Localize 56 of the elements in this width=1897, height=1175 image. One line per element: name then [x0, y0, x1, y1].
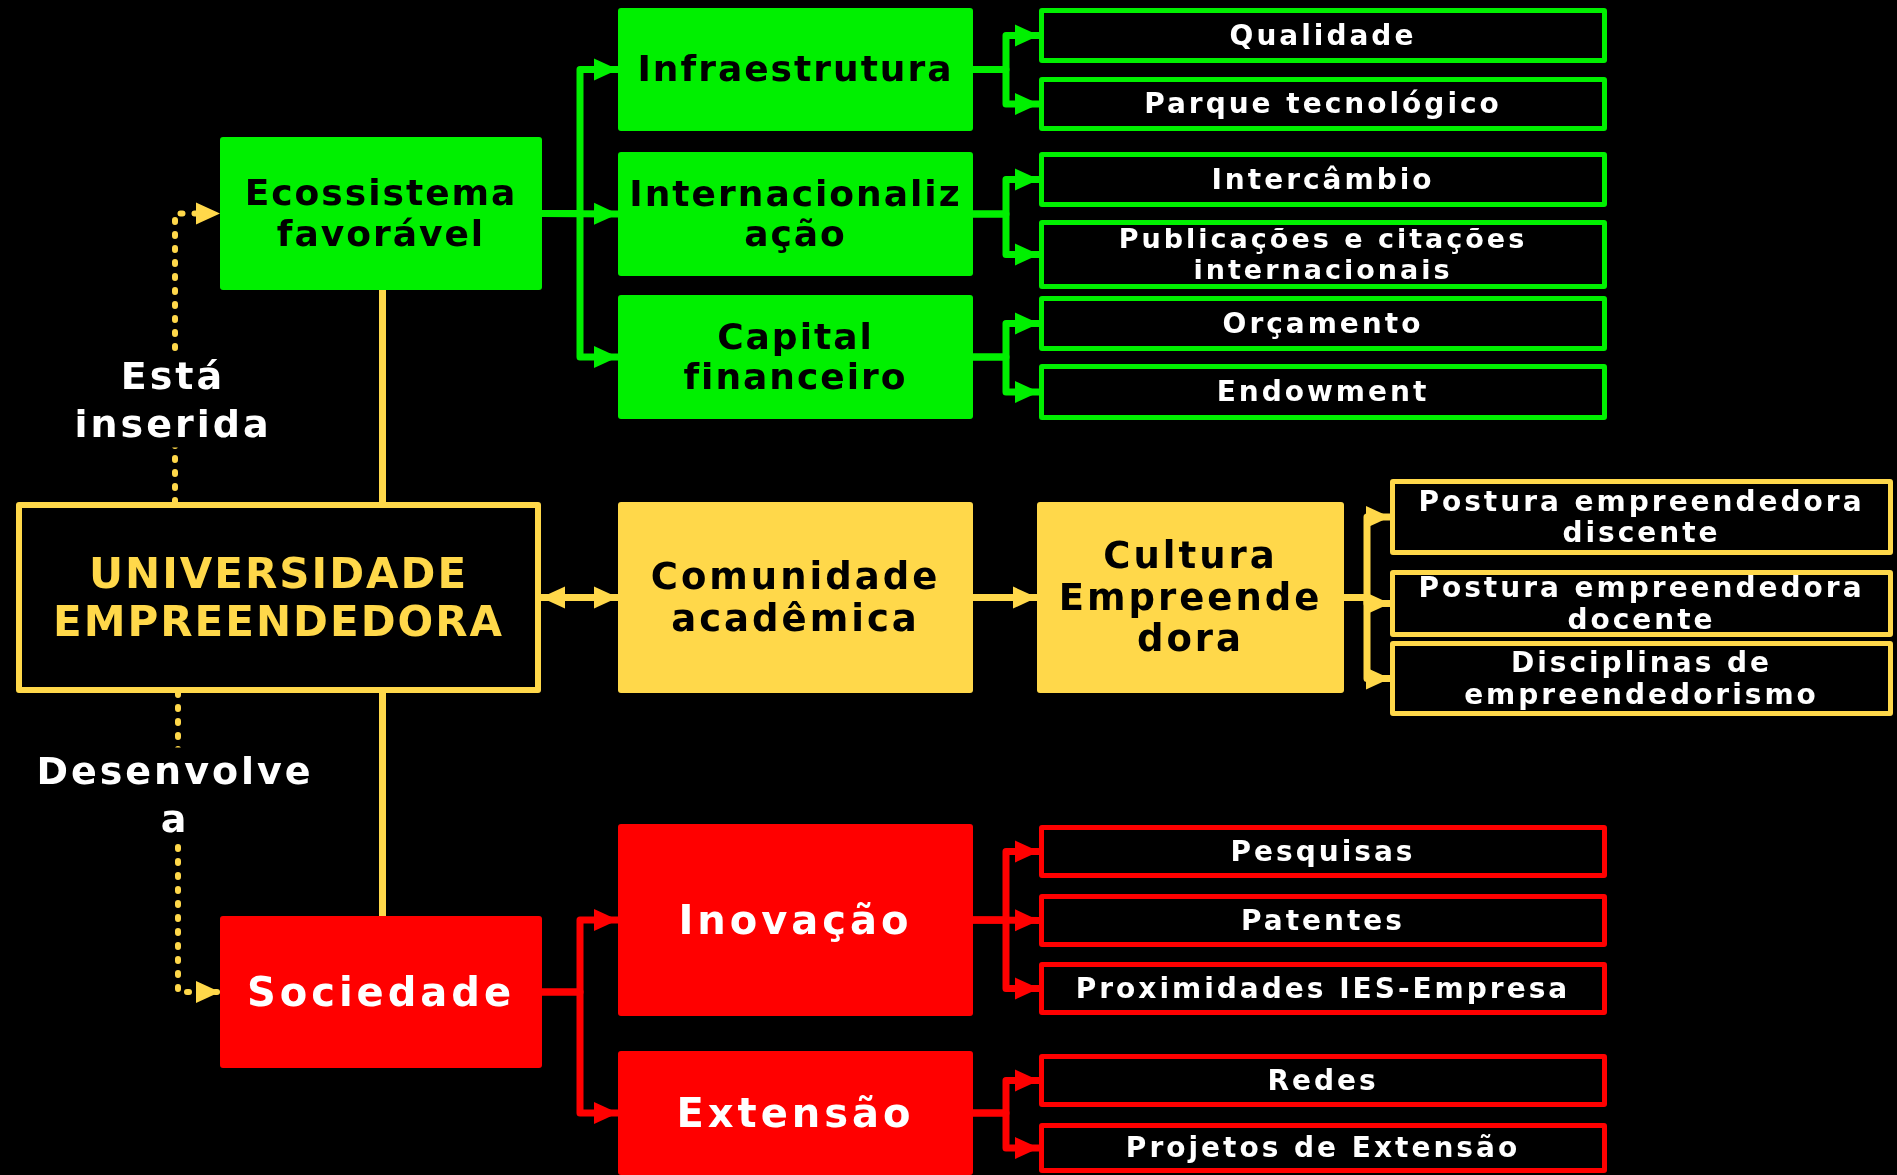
process-box [1039, 296, 1607, 351]
process-box [618, 502, 973, 693]
arrow [973, 210, 1039, 266]
box-label: Publicações e citações internacionais [1117, 224, 1529, 285]
arrow [541, 586, 618, 609]
process-box [618, 295, 973, 419]
process-box [618, 8, 973, 131]
process-box [1039, 364, 1607, 420]
box-label: Patentes [1241, 904, 1405, 937]
process-box [618, 152, 973, 276]
box-label: Comunidade acadêmica [649, 556, 942, 639]
process-box [1039, 825, 1607, 878]
box-label: Disciplinas de empreendedorismo [1463, 647, 1820, 710]
box-label: Endowment [1216, 376, 1430, 408]
process-box [1039, 1123, 1607, 1173]
process-box [1039, 8, 1607, 63]
box-label: Cultura Empreendedora [1057, 535, 1324, 660]
box-label: Pesquisas [1230, 835, 1416, 868]
arrow [973, 916, 1039, 1000]
box-label: Sociedade [246, 969, 516, 1015]
process-box [1037, 502, 1344, 693]
box-label: Infraestrutura [637, 49, 954, 90]
box-label: Postura empreendedora docente [1417, 572, 1866, 635]
process-box [1039, 220, 1607, 289]
box-label: Projetos de Extensão [1125, 1132, 1521, 1164]
box-label: Ecossistema favorável [243, 173, 519, 254]
box-label: Extensão [676, 1090, 915, 1136]
box-label: UNIVERSIDADE EMPREENDEDORA [51, 550, 506, 645]
process-box [220, 137, 542, 290]
arrow [973, 353, 1039, 403]
process-box [618, 824, 973, 1016]
box-label: Proximidades IES-Empresa [1075, 972, 1571, 1005]
process-box [1039, 1054, 1607, 1107]
box-label: Inovação [678, 897, 913, 943]
box-label: Capital financeiro [682, 316, 909, 398]
box-label: Redes [1267, 1064, 1379, 1097]
box-label: Postura empreendedora discente [1417, 485, 1866, 549]
process-box [1390, 570, 1893, 637]
arrow [973, 66, 1039, 115]
box-label: Intercâmbio [1211, 163, 1435, 196]
process-box [220, 916, 542, 1068]
arrow [542, 988, 618, 1124]
process-box [1039, 152, 1607, 207]
process-box [1039, 962, 1607, 1015]
arrow [973, 1109, 1039, 1159]
box-label: Orçamento [1222, 307, 1424, 340]
box-label: Parque tecnológico [1144, 88, 1502, 120]
box-label: Qualidade [1229, 19, 1417, 52]
process-box [1390, 479, 1893, 555]
process-box [16, 502, 541, 693]
process-box [1039, 77, 1607, 131]
process-box [618, 1051, 973, 1175]
box-label: Internacionalização [628, 173, 963, 255]
process-box [1390, 641, 1893, 716]
arrow [973, 586, 1037, 609]
process-box [1039, 894, 1607, 947]
